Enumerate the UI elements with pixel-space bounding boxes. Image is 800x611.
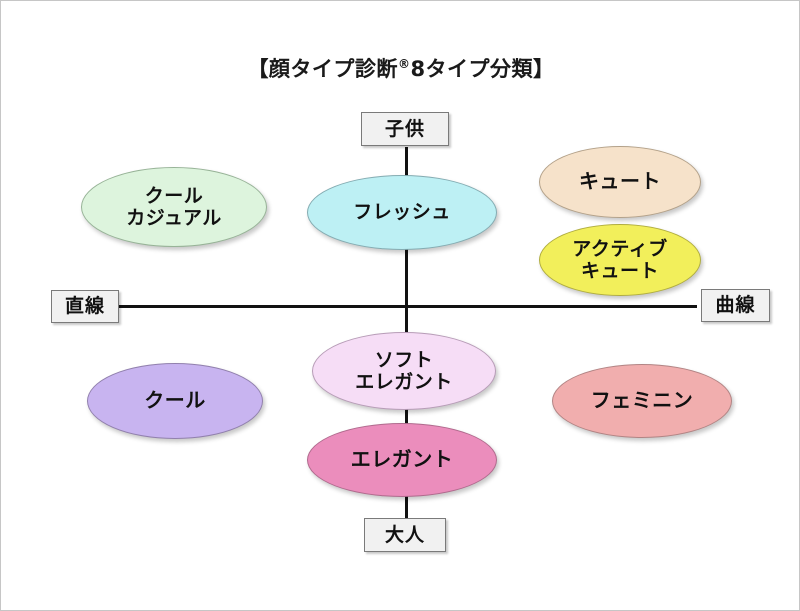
node-cool[interactable]: クール xyxy=(87,363,263,439)
page-title: 【顔タイプ診断®8タイプ分類】 xyxy=(1,53,799,83)
horizontal-axis-line xyxy=(113,305,697,308)
node-label: ソフト エレガント xyxy=(355,348,453,393)
node-label: キュート xyxy=(579,169,661,194)
node-label: クール xyxy=(144,388,206,413)
node-soft-elegant[interactable]: ソフト エレガント xyxy=(312,332,496,410)
node-elegant[interactable]: エレガント xyxy=(307,423,497,497)
node-feminine[interactable]: フェミニン xyxy=(552,364,732,438)
registered-trademark-icon: ® xyxy=(397,57,411,71)
node-label: エレガント xyxy=(350,447,454,472)
node-label: フレッシュ xyxy=(353,201,451,224)
node-label: クール カジュアル xyxy=(126,184,222,229)
node-active-cute[interactable]: アクティブ キュート xyxy=(539,224,701,296)
axis-label-top-child: 子供 xyxy=(361,112,449,146)
axis-label-left-straight: 直線 xyxy=(51,290,119,323)
node-fresh[interactable]: フレッシュ xyxy=(307,175,497,250)
node-label: フェミニン xyxy=(590,388,694,413)
node-label: アクティブ キュート xyxy=(572,237,668,282)
axis-label-right-curved: 曲線 xyxy=(701,289,770,322)
title-prefix: 【顔タイプ診断 xyxy=(247,57,398,81)
axis-label-bottom-adult: 大人 xyxy=(364,518,446,552)
node-cool-casual[interactable]: クール カジュアル xyxy=(81,167,267,247)
node-cute[interactable]: キュート xyxy=(539,146,701,218)
title-suffix: 8タイプ分類】 xyxy=(410,57,555,81)
